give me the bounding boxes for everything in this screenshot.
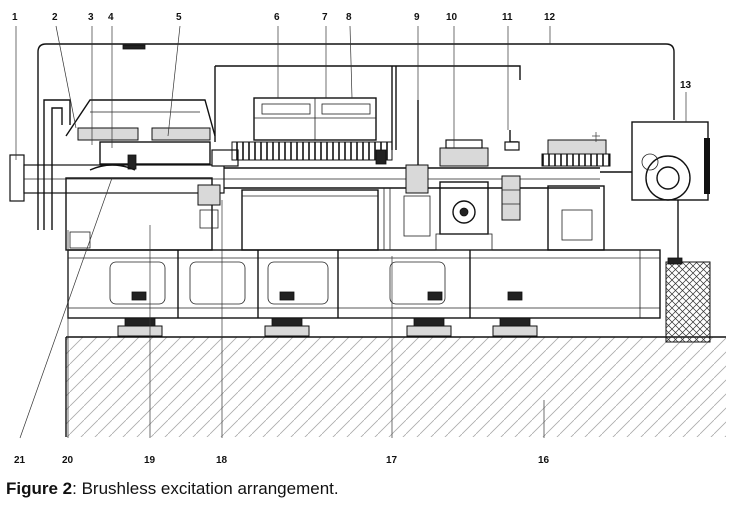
part-labels: 1 2 3 4 5 6 7 8 9 10 11 12 13 21 20 19 1…: [12, 12, 692, 466]
label-21: 21: [14, 455, 26, 466]
label-16: 16: [538, 455, 550, 466]
label-19: 19: [144, 455, 156, 466]
foundation: [65, 336, 726, 437]
bearing: [501, 130, 521, 221]
caption-text: : Brushless excitation arrangement.: [72, 479, 339, 498]
turbine-housing: [65, 99, 216, 251]
label-13: 13: [680, 80, 692, 91]
label-17: 17: [386, 455, 398, 466]
label-20: 20: [62, 455, 74, 466]
excitation-arrangement-drawing: 1 2 3 4 5 6 7 8 9 10 11 12 13 21 20 19 1…: [9, 12, 726, 466]
label-10: 10: [446, 12, 458, 23]
label-4: 4: [108, 12, 114, 23]
vibration-mounts: [117, 291, 538, 337]
label-2: 2: [52, 12, 58, 23]
auxiliary-machine: [435, 139, 493, 251]
label-8: 8: [346, 12, 352, 23]
label-3: 3: [88, 12, 94, 23]
label-11: 11: [502, 12, 513, 23]
excitation-cable: [37, 43, 675, 230]
figure-number: Figure 2: [6, 479, 73, 498]
figure-caption: Figure 2: Brushless excitation arrangeme…: [6, 479, 339, 499]
main-exciter: [231, 97, 393, 251]
label-1: 1: [12, 12, 18, 23]
label-9: 9: [414, 12, 420, 23]
pilot-exciter: [403, 100, 431, 237]
frame-uprights: [383, 66, 397, 250]
label-6: 6: [274, 12, 280, 23]
label-7: 7: [322, 12, 328, 23]
left-pipe: [43, 99, 71, 230]
label-5: 5: [176, 12, 182, 23]
base-frame: [67, 249, 661, 319]
leader-lines: [15, 25, 687, 439]
slip-ring-assembly: [541, 132, 611, 251]
main-shaft: [9, 154, 600, 202]
label-18: 18: [216, 455, 228, 466]
label-12: 12: [544, 12, 556, 23]
control-cabinet: [600, 121, 711, 343]
